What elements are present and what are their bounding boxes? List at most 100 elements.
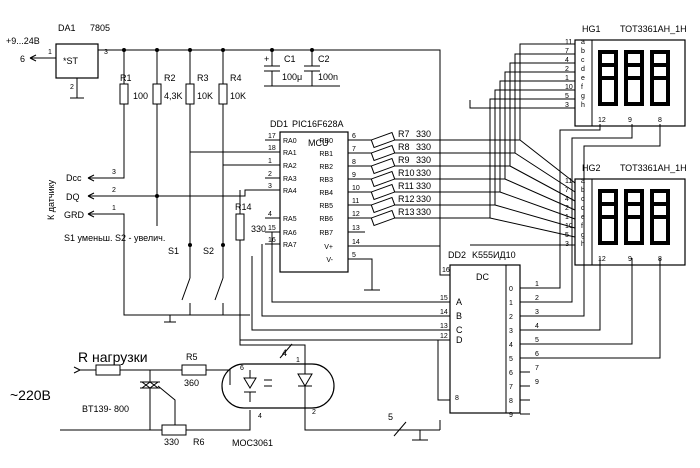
mcu-right-pin-number: 10 [352, 185, 360, 192]
display-body [574, 39, 686, 127]
decoder-output-pin-number: 7 [535, 365, 539, 372]
regulator-symbol: *ST [63, 56, 79, 66]
decoder-output-pin-number: 5 [535, 337, 539, 344]
button-s2: S2 [203, 243, 225, 315]
segment-bus [396, 43, 576, 246]
decoder-part: K555ИД10 [472, 250, 516, 260]
display-seg-name: c [581, 57, 585, 64]
digit-wires [520, 124, 661, 359]
triac-bt139: BT139- 800 [82, 370, 176, 432]
mcu-right-pin-number: 6 [352, 133, 356, 140]
mcu-right-pin-number: 11 [352, 198, 359, 205]
marker-4: 4 [279, 343, 293, 359]
display-seg-pin: 1 [565, 75, 569, 82]
mcu-right-pin-number: 9 [352, 172, 356, 179]
sensor-line-dq: DQ 2 [66, 187, 159, 202]
decoder-output-name: 1 [509, 300, 513, 307]
display-digit-pin: 9 [628, 117, 632, 124]
display-seg-pin: 4 [565, 57, 569, 64]
bank-resistor-value: 330 [416, 168, 431, 178]
decoder-input-name: D [456, 335, 463, 345]
bank-resistor-value: 330 [416, 155, 431, 165]
decoder-label: DC [476, 272, 489, 282]
r1-ref: R1 [120, 73, 132, 83]
display-digit [650, 50, 670, 106]
sensor-line-dcc: Dcc 3 [66, 169, 125, 183]
bank-resistor-ref: R10 [398, 168, 415, 178]
bank-resistor-value: 330 [416, 194, 431, 204]
decoder-output-pin-number: 9 [535, 379, 539, 386]
display-seg-name: g [581, 232, 585, 239]
decoder-dd2: DD2 K555ИД10 DC 16 8 [442, 250, 521, 414]
display-seg-name: d [581, 66, 585, 73]
mcu-label: MCU [308, 138, 329, 148]
display-seg-name: a [581, 39, 585, 46]
svg-text:R5: R5 [186, 352, 198, 362]
mcu-right-pin-number: 8 [352, 159, 356, 166]
mcu-ref: DD1 [270, 119, 288, 129]
bank-resistor-ref: R7 [398, 129, 410, 139]
opto-pin-2: 2 [312, 409, 316, 416]
display-seg-name: a [581, 178, 585, 185]
mcu-body [279, 131, 349, 273]
decoder-output-name: 5 [509, 356, 513, 363]
mcu-right-pin-name: RB3 [319, 177, 333, 184]
supply-pin: 6 [20, 54, 25, 64]
svg-text:2: 2 [112, 187, 116, 194]
button-s1: S1 [168, 243, 192, 315]
decoder-output-name: 8 [509, 398, 513, 405]
r4-ref: R4 [230, 73, 242, 83]
button-ground [123, 296, 250, 323]
display-seg-pin: 2 [565, 66, 569, 73]
mcu-vplus-wire [348, 245, 450, 276]
display-seg-name: b [581, 48, 585, 55]
decoder-output-name: 0 [509, 286, 513, 293]
mcu-left-pin-number: 1 [268, 158, 272, 165]
display-seg-pin: 5 [565, 93, 569, 100]
mcu-right-pin-name: RB7 [319, 230, 333, 237]
mcu-right-pin-name: RB1 [319, 151, 333, 158]
capacitor-c1: + C1 100μ [264, 48, 302, 86]
display-digit-pin: 9 [628, 256, 632, 263]
regulator-ref: DA1 [58, 23, 76, 33]
mains-label: ~220В [10, 387, 51, 403]
display-seg-pin: 4 [565, 196, 569, 203]
mcu-left-pin-name: RA0 [283, 138, 297, 145]
mcu-right-pin-name: V- [326, 257, 333, 264]
display-digit [624, 50, 644, 106]
mcu-left-pin-name: RA2 [283, 163, 297, 170]
mcu-left-pin-number: 4 [268, 211, 272, 218]
display-part: ТОТ3361АН_1Н [620, 24, 687, 34]
mcu-left-pin-name: RA7 [283, 242, 297, 249]
supply-input-wire [29, 54, 56, 62]
r1-value: 100 [133, 91, 148, 101]
resistor-r2: R2 4,3K [152, 48, 183, 226]
mcu-left-pin-name: RA4 [283, 188, 297, 195]
display-seg-pin: 7 [565, 187, 569, 194]
opto-pin-6: 6 [240, 365, 244, 372]
display-digit-pin: 12 [598, 117, 606, 124]
svg-text:360: 360 [184, 378, 199, 388]
decoder-output-name: 4 [509, 342, 513, 349]
bank-resistor-body [370, 144, 396, 162]
resistor-r14: R14 330 [235, 190, 266, 340]
regulator-pin-1: 1 [48, 49, 52, 56]
bank-resistor-value: 330 [416, 142, 431, 152]
mcu-left-pin-number: 2 [268, 171, 272, 178]
opto-pin-1: 1 [296, 357, 300, 364]
display-digit [598, 50, 618, 106]
sensor-line-grd: GRD 1 [64, 205, 125, 296]
c1-plus: + [264, 54, 269, 64]
svg-text:3: 3 [112, 169, 116, 176]
display-seg-pin: 7 [565, 48, 569, 55]
svg-text:330: 330 [164, 437, 179, 447]
display-seg-name: b [581, 187, 585, 194]
display-ref: HG1 [582, 24, 601, 34]
decoder-output-pin-number: 2 [535, 295, 539, 302]
display-seg-name: h [581, 102, 585, 109]
mcu-right-pin-name: RB0 [319, 138, 333, 145]
svg-text:5: 5 [388, 412, 393, 422]
sensor-caption: К датчику [46, 179, 56, 220]
dq-to-mcu [157, 189, 280, 197]
bank-resistor-ref: R9 [398, 155, 410, 165]
